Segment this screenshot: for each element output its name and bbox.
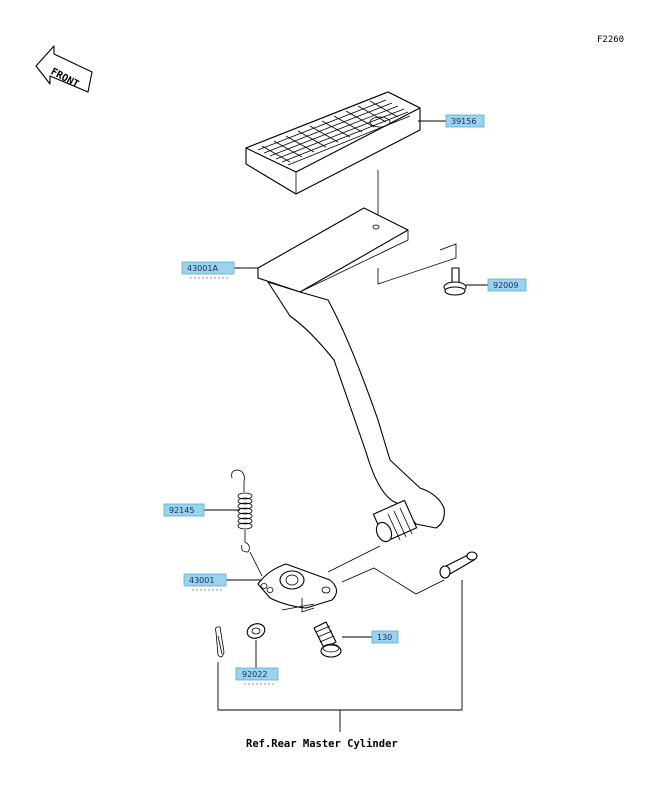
label-43001[interactable]: 43001: [183, 573, 227, 591]
label-leaders: [204, 120, 488, 638]
svg-text:130: 130: [377, 633, 392, 642]
reference-note: Ref.Rear Master Cylinder: [246, 738, 398, 750]
svg-text:92009: 92009: [493, 281, 518, 290]
svg-text:43001: 43001: [189, 576, 214, 585]
svg-text:92145: 92145: [169, 506, 194, 515]
brake-pedal-pad: [245, 91, 421, 225]
brake-pedal-arm: [257, 207, 445, 543]
clevis-pin: [341, 551, 478, 595]
front-arrow-icon: FRONT: [35, 45, 93, 93]
svg-text:92022: 92022: [242, 670, 267, 679]
svg-text:39156: 39156: [451, 117, 476, 126]
label-92145[interactable]: 92145: [163, 503, 205, 517]
label-39156[interactable]: 39156: [445, 114, 485, 128]
bolt-92009: [377, 243, 467, 296]
label-92009[interactable]: 92009: [487, 278, 527, 292]
return-spring: [231, 469, 263, 577]
label-43001A[interactable]: 43001A: [181, 261, 235, 279]
washer: [246, 623, 266, 668]
figure-code: F2260: [597, 35, 624, 45]
pivot-bracket: [257, 545, 381, 613]
cotter-pin: [215, 626, 225, 658]
label-130[interactable]: 130: [371, 630, 399, 644]
reference-lines: [217, 580, 463, 732]
svg-text:43001A: 43001A: [187, 264, 218, 273]
bolt-130: [313, 621, 342, 658]
label-92022[interactable]: 92022: [235, 667, 279, 685]
